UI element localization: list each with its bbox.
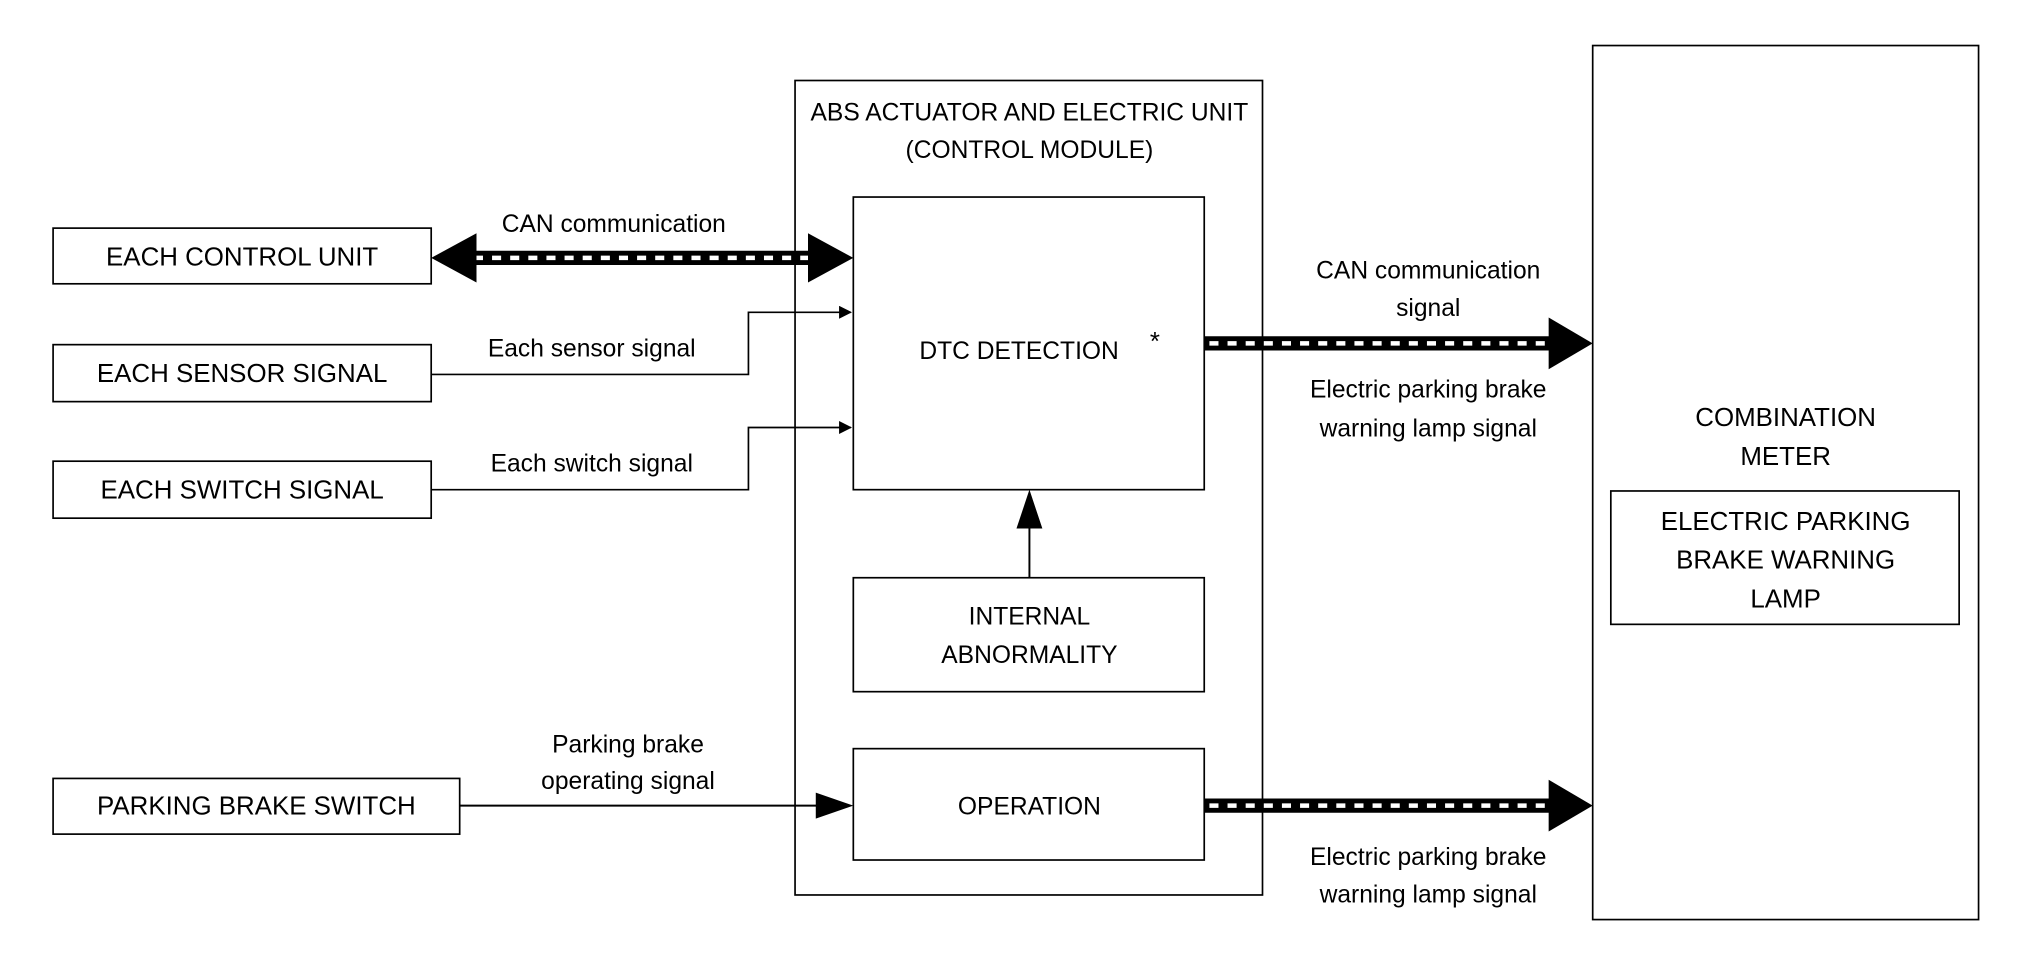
dtc-detection-label: DTC DETECTION	[919, 338, 1118, 365]
operation-output-arrow	[1204, 779, 1593, 832]
warning-lamp-box	[1609, 490, 1960, 626]
parking-brake-operating-arrow	[459, 792, 854, 819]
dtc-footnote-mark: *	[1150, 328, 1160, 356]
internal-abnormality-box	[852, 576, 1206, 693]
epb-signal-2-text-1: Electric parking brake	[1310, 844, 1546, 871]
each-sensor-signal-box	[52, 343, 433, 403]
dtc-detection-box	[852, 196, 1206, 491]
operation-box	[852, 747, 1206, 861]
warning-lamp-label-3: LAMP	[1750, 586, 1820, 614]
each-sensor-signal-line	[431, 305, 853, 376]
parking-brake-switch-box	[52, 777, 461, 835]
warning-lamp-label-2: BRAKE WARNING	[1676, 547, 1895, 575]
each-switch-signal-label: EACH SWITCH SIGNAL	[101, 477, 384, 505]
epb-signal-text-2: warning lamp signal	[1319, 416, 1537, 443]
each-sensor-signal-label: EACH SENSOR SIGNAL	[97, 360, 387, 388]
parking-brake-signal-text-1: Parking brake	[552, 732, 704, 759]
each-switch-signal-text: Each switch signal	[491, 451, 693, 478]
combination-meter-box	[1591, 44, 1980, 921]
can-output-arrow	[1204, 317, 1593, 370]
combination-meter-title-2: METER	[1740, 443, 1831, 471]
warning-lamp-label-1: ELECTRIC PARKING	[1661, 508, 1911, 536]
epb-signal-2-text-2: warning lamp signal	[1319, 882, 1537, 909]
abs-unit-title-1: ABS ACTUATOR AND ELECTRIC UNIT	[811, 100, 1249, 127]
operation-label: OPERATION	[958, 794, 1101, 821]
each-switch-signal-line	[431, 421, 853, 491]
can-communication-arrow	[431, 233, 854, 283]
can-output-text-2: signal	[1396, 295, 1460, 322]
can-output-text-1: CAN communication	[1316, 258, 1540, 285]
each-control-unit-box	[52, 227, 433, 285]
internal-to-dtc-arrow	[1016, 489, 1043, 578]
each-sensor-signal-text: Each sensor signal	[488, 335, 696, 362]
each-switch-signal-box	[52, 460, 433, 520]
can-communication-label: CAN communication	[502, 211, 726, 238]
parking-brake-signal-text-2: operating signal	[541, 768, 715, 795]
epb-signal-text-1: Electric parking brake	[1310, 377, 1546, 404]
each-control-unit-label: EACH CONTROL UNIT	[106, 244, 378, 272]
combination-meter-title-1: COMBINATION	[1695, 404, 1876, 432]
internal-abnormality-label-1: INTERNAL	[969, 603, 1091, 630]
abs-unit-title-2: (CONTROL MODULE)	[906, 137, 1154, 164]
internal-abnormality-label-2: ABNORMALITY	[941, 642, 1117, 669]
parking-brake-switch-label: PARKING BRAKE SWITCH	[97, 793, 416, 821]
